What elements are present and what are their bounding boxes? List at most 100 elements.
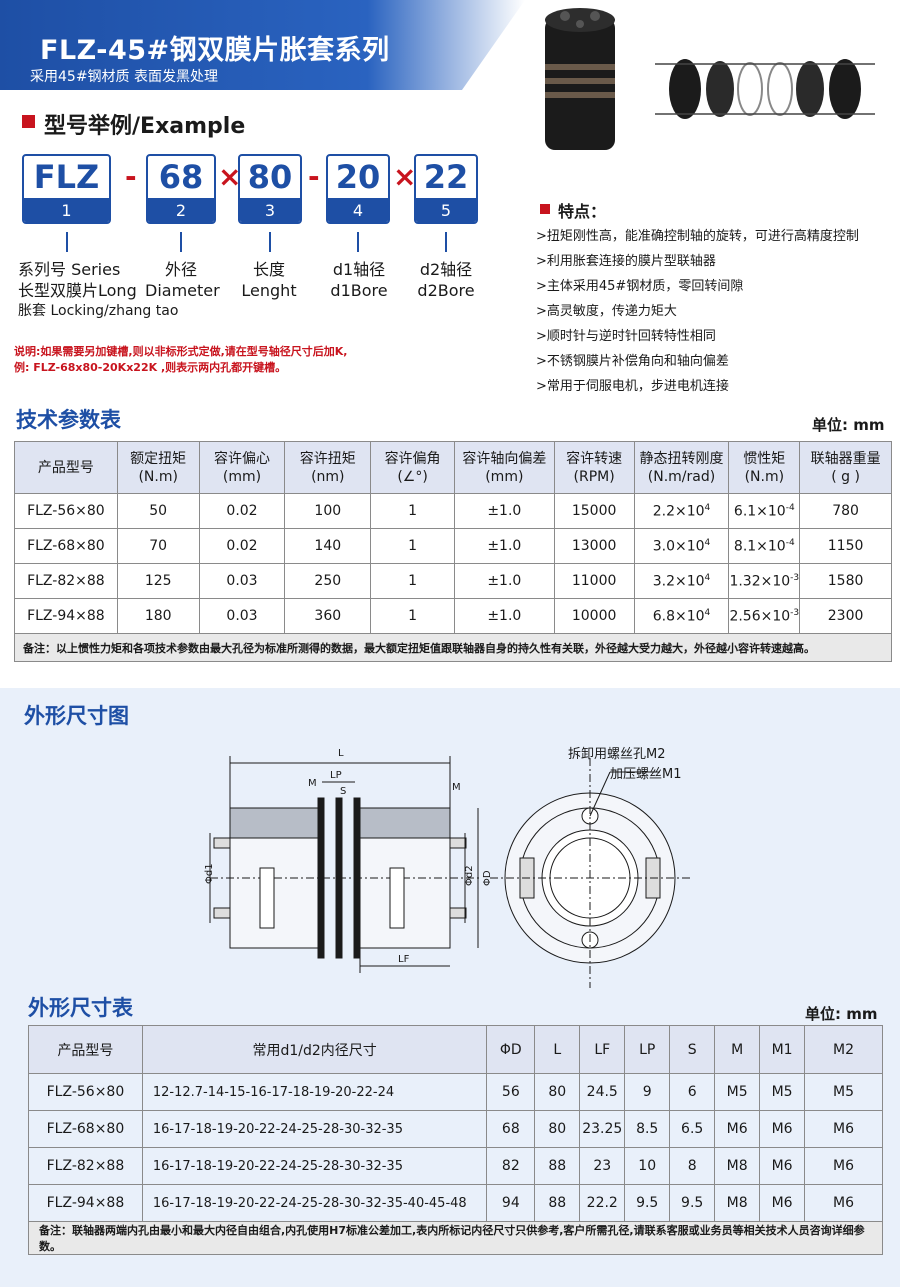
cell-inertia: 6.1×10-4 xyxy=(728,493,801,529)
model-index: 1 xyxy=(24,198,109,222)
feature-item: >扭矩刚性高，能准确控制轴的旋转，可进行高精度控制 xyxy=(536,229,859,244)
cell-S: 6.5 xyxy=(669,1110,716,1148)
model-index: 4 xyxy=(328,198,388,222)
cell-inertia: 8.1×10-4 xyxy=(728,528,801,564)
connector-line xyxy=(180,232,182,252)
cell-weight: 1150 xyxy=(799,528,892,564)
model-box-d1: 20 4 xyxy=(326,154,390,224)
column-header: 联轴器重量( g ) xyxy=(799,441,892,494)
cell-stiffness: 3.2×104 xyxy=(633,563,730,599)
column-header: 常用d1/d2内径尺寸 xyxy=(141,1025,488,1074)
column-header: M1 xyxy=(759,1025,806,1074)
feature-item: >高灵敏度，传递力矩大 xyxy=(536,304,677,319)
table-note: 备注：以上惯性力矩和各项技术参数由最大孔径为标准所测得的数据，最大额定扭矩值跟联… xyxy=(14,633,892,662)
cell-rpm: 10000 xyxy=(553,598,635,634)
coupling-photo-exploded xyxy=(655,59,875,119)
feature-item: >不锈钢膜片补偿角向和轴向偏差 xyxy=(536,354,729,369)
separator: - xyxy=(125,160,137,193)
model-index: 3 xyxy=(240,198,300,222)
product-photo xyxy=(545,8,875,150)
cell-allow-torque: 100 xyxy=(284,493,372,529)
cell-eccentricity: 0.02 xyxy=(198,528,286,564)
cell-model: FLZ-68×80 xyxy=(28,1110,143,1148)
caption-line: 外径 xyxy=(164,260,197,279)
model-box-series: FLZ 1 xyxy=(22,154,111,224)
cell-axial: ±1.0 xyxy=(453,598,555,634)
cell-torque: 125 xyxy=(116,563,200,599)
cell-D: 68 xyxy=(486,1110,536,1148)
column-header: 产品型号 xyxy=(14,441,118,494)
cell-D: 56 xyxy=(486,1073,536,1111)
cell-allow-torque: 140 xyxy=(284,528,372,564)
caption-diameter: 外径 Diameter xyxy=(145,259,220,301)
caption-line: d2轴径 xyxy=(419,260,473,279)
table-row: FLZ-82×88 125 0.03 250 1 ±1.0 11000 3.2×… xyxy=(14,563,892,599)
note-line: 说明:如果需要另加键槽,则以非标形式定做,请在型号轴径尺寸后加K, xyxy=(14,345,348,358)
table-header-row: 产品型号 常用d1/d2内径尺寸 ΦD L LF LP S M M1 M2 xyxy=(28,1025,883,1074)
caption-length: 长度 Lenght xyxy=(236,259,302,301)
table-row: FLZ-68×80 70 0.02 140 1 ±1.0 13000 3.0×1… xyxy=(14,528,892,564)
column-header: 容许转速(RPM) xyxy=(553,441,635,494)
note-line: 例: FLZ-68x80-20Kx22K ,则表示两内孔都开键槽。 xyxy=(14,361,287,374)
cell-LF: 23.25 xyxy=(579,1110,626,1148)
label-L: L xyxy=(338,748,344,759)
caption-line: d2Bore xyxy=(417,281,475,300)
separator: - xyxy=(308,160,320,193)
label-d2: Φd2 xyxy=(464,865,475,886)
example-heading: 型号举例/Example xyxy=(44,114,246,139)
cell-M1: M6 xyxy=(759,1147,806,1185)
cell-L: 80 xyxy=(534,1110,581,1148)
table-row: FLZ-82×88 16-17-18-19-20-22-24-25-28-30-… xyxy=(28,1147,883,1185)
table-row: FLZ-94×88 180 0.03 360 1 ±1.0 10000 6.8×… xyxy=(14,598,892,634)
table-note: 备注：联轴器两端内孔由最小和最大内径自由组合,内孔使用H7标准公差加工,表内所标… xyxy=(28,1221,883,1255)
connector-line xyxy=(357,232,359,252)
caption-line: d1Bore xyxy=(330,281,388,300)
cell-model: FLZ-82×88 xyxy=(14,563,118,599)
cell-M: M8 xyxy=(714,1147,761,1185)
label-LP: LP xyxy=(330,770,342,781)
cell-L: 88 xyxy=(534,1184,581,1222)
cell-M2: M6 xyxy=(804,1110,883,1148)
cell-axial: ±1.0 xyxy=(453,563,555,599)
column-header: 额定扭矩(N.m) xyxy=(116,441,200,494)
caption-line: 系列号 Series xyxy=(18,260,121,279)
cell-LP: 9 xyxy=(624,1073,671,1111)
column-header: 容许轴向偏差(mm) xyxy=(453,441,555,494)
cell-L: 88 xyxy=(534,1147,581,1185)
cell-M1: M6 xyxy=(759,1110,806,1148)
caption-d1: d1轴径 d1Bore xyxy=(322,259,396,301)
cell-angle: 1 xyxy=(370,598,455,634)
connector-line xyxy=(445,232,447,252)
label-LF: LF xyxy=(398,954,410,965)
cell-S: 9.5 xyxy=(669,1184,716,1222)
table-header-row: 产品型号 额定扭矩(N.m) 容许偏心(mm) 容许扭矩(nm) 容许偏角(∠°… xyxy=(14,441,892,494)
table-row: FLZ-68×80 16-17-18-19-20-22-24-25-28-30-… xyxy=(28,1110,883,1148)
dim-table-heading: 外形尺寸表 xyxy=(28,996,133,1020)
label-S: S xyxy=(340,786,346,797)
dim-table-unit: 单位: mm xyxy=(805,1005,878,1023)
cell-bores: 16-17-18-19-20-22-24-25-28-30-32-35 xyxy=(141,1110,488,1148)
coupling-photo-assembled xyxy=(545,8,615,150)
cell-LF: 22.2 xyxy=(579,1184,626,1222)
separator: × xyxy=(393,160,417,193)
feature-item: >利用胀套连接的膜片型联轴器 xyxy=(536,254,716,269)
column-header: L xyxy=(534,1025,581,1074)
caption-line: Diameter xyxy=(145,281,220,300)
model-box-length: 80 3 xyxy=(238,154,302,224)
model-code: 68 xyxy=(158,158,204,196)
cell-weight: 780 xyxy=(799,493,892,529)
dimension-drawing: L LP M M S LF Φd1 Φd2 ΦD 拆卸用螺丝孔M2 加压螺丝M1 xyxy=(204,746,690,988)
column-header: 容许偏心(mm) xyxy=(198,441,286,494)
cell-S: 6 xyxy=(669,1073,716,1111)
column-header: ΦD xyxy=(486,1025,536,1074)
cell-M1: M6 xyxy=(759,1184,806,1222)
model-code: 80 xyxy=(247,158,293,196)
cell-model: FLZ-82×88 xyxy=(28,1147,143,1185)
cell-allow-torque: 360 xyxy=(284,598,372,634)
column-header: S xyxy=(669,1025,716,1074)
column-header: LF xyxy=(579,1025,626,1074)
cell-model: FLZ-56×80 xyxy=(28,1073,143,1111)
cell-angle: 1 xyxy=(370,528,455,564)
example-note: 说明:如果需要另加键槽,则以非标形式定做,请在型号轴径尺寸后加K, 例: FLZ… xyxy=(14,344,347,376)
column-header: 惯性矩(N.m) xyxy=(728,441,801,494)
